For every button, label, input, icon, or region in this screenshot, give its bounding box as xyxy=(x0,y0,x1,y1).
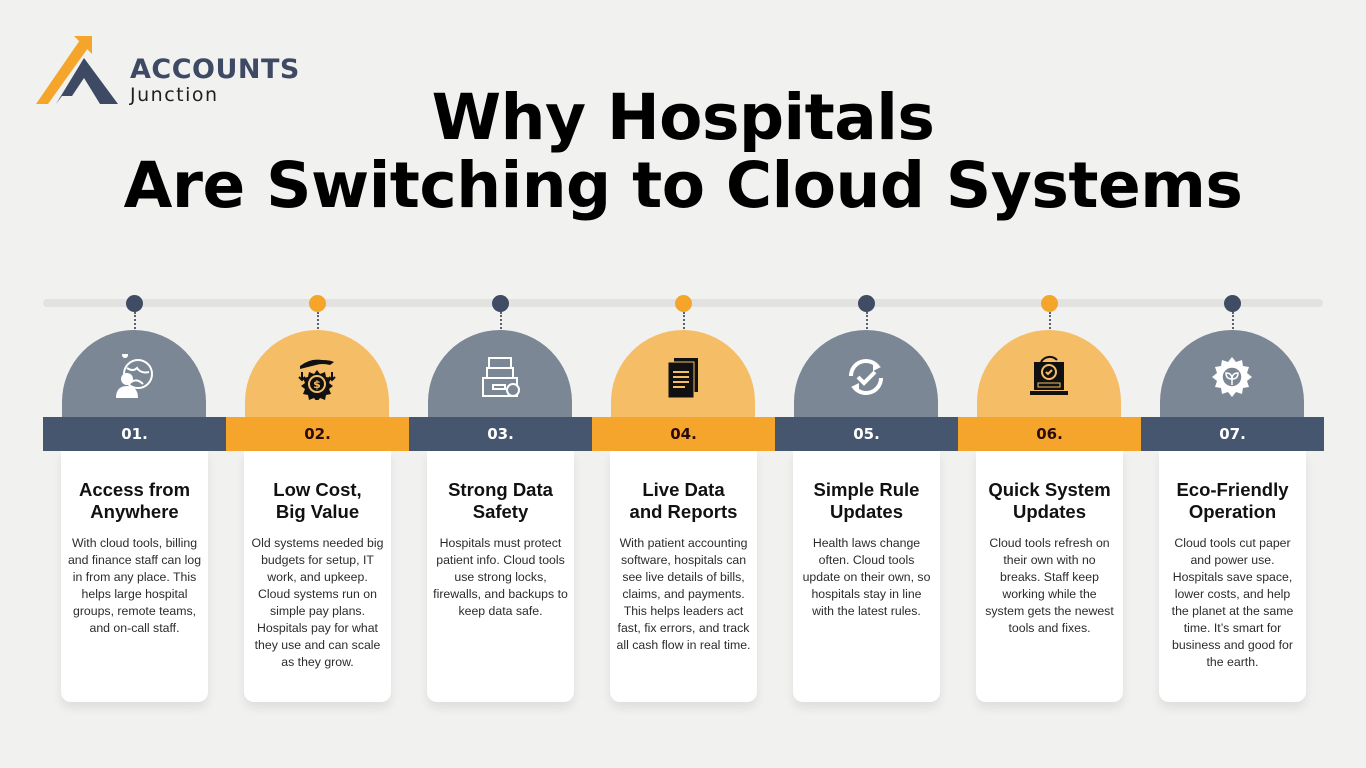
step-number-banner: 05. xyxy=(775,417,958,451)
step-description: With cloud tools, billing and finance st… xyxy=(67,536,202,635)
eco-gear-leaf-icon xyxy=(1209,354,1255,400)
step-description: Health laws change often. Cloud tools up… xyxy=(802,536,931,618)
step-card: Access from Anywhere With cloud tools, b… xyxy=(61,451,208,702)
timeline-connector xyxy=(134,312,136,332)
step-column-7: 07. Eco-Friendly Operation Cloud tools c… xyxy=(1141,295,1324,715)
step-number: 06. xyxy=(1036,425,1063,443)
step-description: Cloud tools cut paper and power use. Hos… xyxy=(1171,536,1294,669)
step-number: 03. xyxy=(487,425,514,443)
step-number: 05. xyxy=(853,425,880,443)
icon-dome xyxy=(1160,330,1304,418)
globe-person-icon xyxy=(111,352,157,400)
step-column-2: $ 02. Low Cost, Big Value Old systems ne… xyxy=(226,295,409,715)
step-title: Quick System Updates xyxy=(988,479,1111,522)
timeline-connector xyxy=(317,312,319,332)
refresh-check-icon xyxy=(843,354,889,400)
logo-subtitle: Junction xyxy=(130,84,219,106)
hand-money-gear-icon: $ xyxy=(294,354,340,402)
step-title: Low Cost, Big Value xyxy=(273,479,362,522)
secure-file-drawer-icon xyxy=(477,354,523,400)
step-number: 01. xyxy=(121,425,148,443)
title-line-2: Are Switching to Cloud Systems xyxy=(123,149,1243,222)
step-card: Simple Rule Updates Health laws change o… xyxy=(793,451,940,702)
step-column-4: 04. Live Data and Reports With patient a… xyxy=(592,295,775,715)
timeline-connector xyxy=(1232,312,1234,332)
timeline-dot xyxy=(1224,295,1241,312)
step-description: With patient accounting software, hospit… xyxy=(616,536,751,652)
step-card: Eco-Friendly Operation Cloud tools cut p… xyxy=(1159,451,1306,702)
step-card: Strong Data Safety Hospitals must protec… xyxy=(427,451,574,702)
logo-title: ACCOUNTS xyxy=(130,54,300,85)
timeline-dot xyxy=(492,295,509,312)
icon-dome xyxy=(977,330,1121,418)
icon-dome: $ xyxy=(245,330,389,418)
timeline-dot xyxy=(675,295,692,312)
title-line-1: Why Hospitals xyxy=(431,81,935,154)
step-description: Old systems needed big budgets for setup… xyxy=(251,536,384,669)
timeline-connector xyxy=(500,312,502,332)
step-description: Cloud tools refresh on their own with no… xyxy=(985,536,1114,635)
step-card: Live Data and Reports With patient accou… xyxy=(610,451,757,702)
step-title: Live Data and Reports xyxy=(629,479,738,522)
step-description: Hospitals must protect patient info. Clo… xyxy=(433,536,568,618)
step-column-3: 03. Strong Data Safety Hospitals must pr… xyxy=(409,295,592,715)
step-title: Access from Anywhere xyxy=(78,479,191,522)
svg-text:$: $ xyxy=(313,378,321,391)
logo: ACCOUNTS Junction xyxy=(34,34,299,106)
step-column-1: 01. Access from Anywhere With cloud tool… xyxy=(43,295,226,715)
step-card: Quick System Updates Cloud tools refresh… xyxy=(976,451,1123,702)
step-number: 02. xyxy=(304,425,331,443)
timeline-connector xyxy=(683,312,685,332)
laptop-update-gear-icon xyxy=(1026,354,1072,400)
step-number-banner: 04. xyxy=(592,417,775,451)
icon-dome xyxy=(428,330,572,418)
step-title: Simple Rule Updates xyxy=(813,479,920,522)
step-title: Eco-Friendly Operation xyxy=(1176,479,1289,522)
step-number-banner: 06. xyxy=(958,417,1141,451)
step-title: Strong Data Safety xyxy=(448,479,553,522)
icon-dome xyxy=(62,330,206,418)
page-title: Why Hospitals Are Switching to Cloud Sys… xyxy=(0,84,1366,220)
accounts-junction-logo-icon xyxy=(36,36,118,104)
step-number-banner: 03. xyxy=(409,417,592,451)
step-column-6: 06. Quick System Updates Cloud tools ref… xyxy=(958,295,1141,715)
documents-icon xyxy=(660,354,706,400)
timeline-dot xyxy=(1041,295,1058,312)
step-card: Low Cost, Big Value Old systems needed b… xyxy=(244,451,391,702)
step-column-5: 05. Simple Rule Updates Health laws chan… xyxy=(775,295,958,715)
timeline-connector xyxy=(866,312,868,332)
timeline-dot xyxy=(858,295,875,312)
step-number-banner: 01. xyxy=(43,417,226,451)
timeline-dot xyxy=(126,295,143,312)
step-number-banner: 07. xyxy=(1141,417,1324,451)
icon-dome xyxy=(611,330,755,418)
timeline-dot xyxy=(309,295,326,312)
step-number: 04. xyxy=(670,425,697,443)
step-number-banner: 02. xyxy=(226,417,409,451)
timeline-connector xyxy=(1049,312,1051,332)
step-number: 07. xyxy=(1219,425,1246,443)
icon-dome xyxy=(794,330,938,418)
